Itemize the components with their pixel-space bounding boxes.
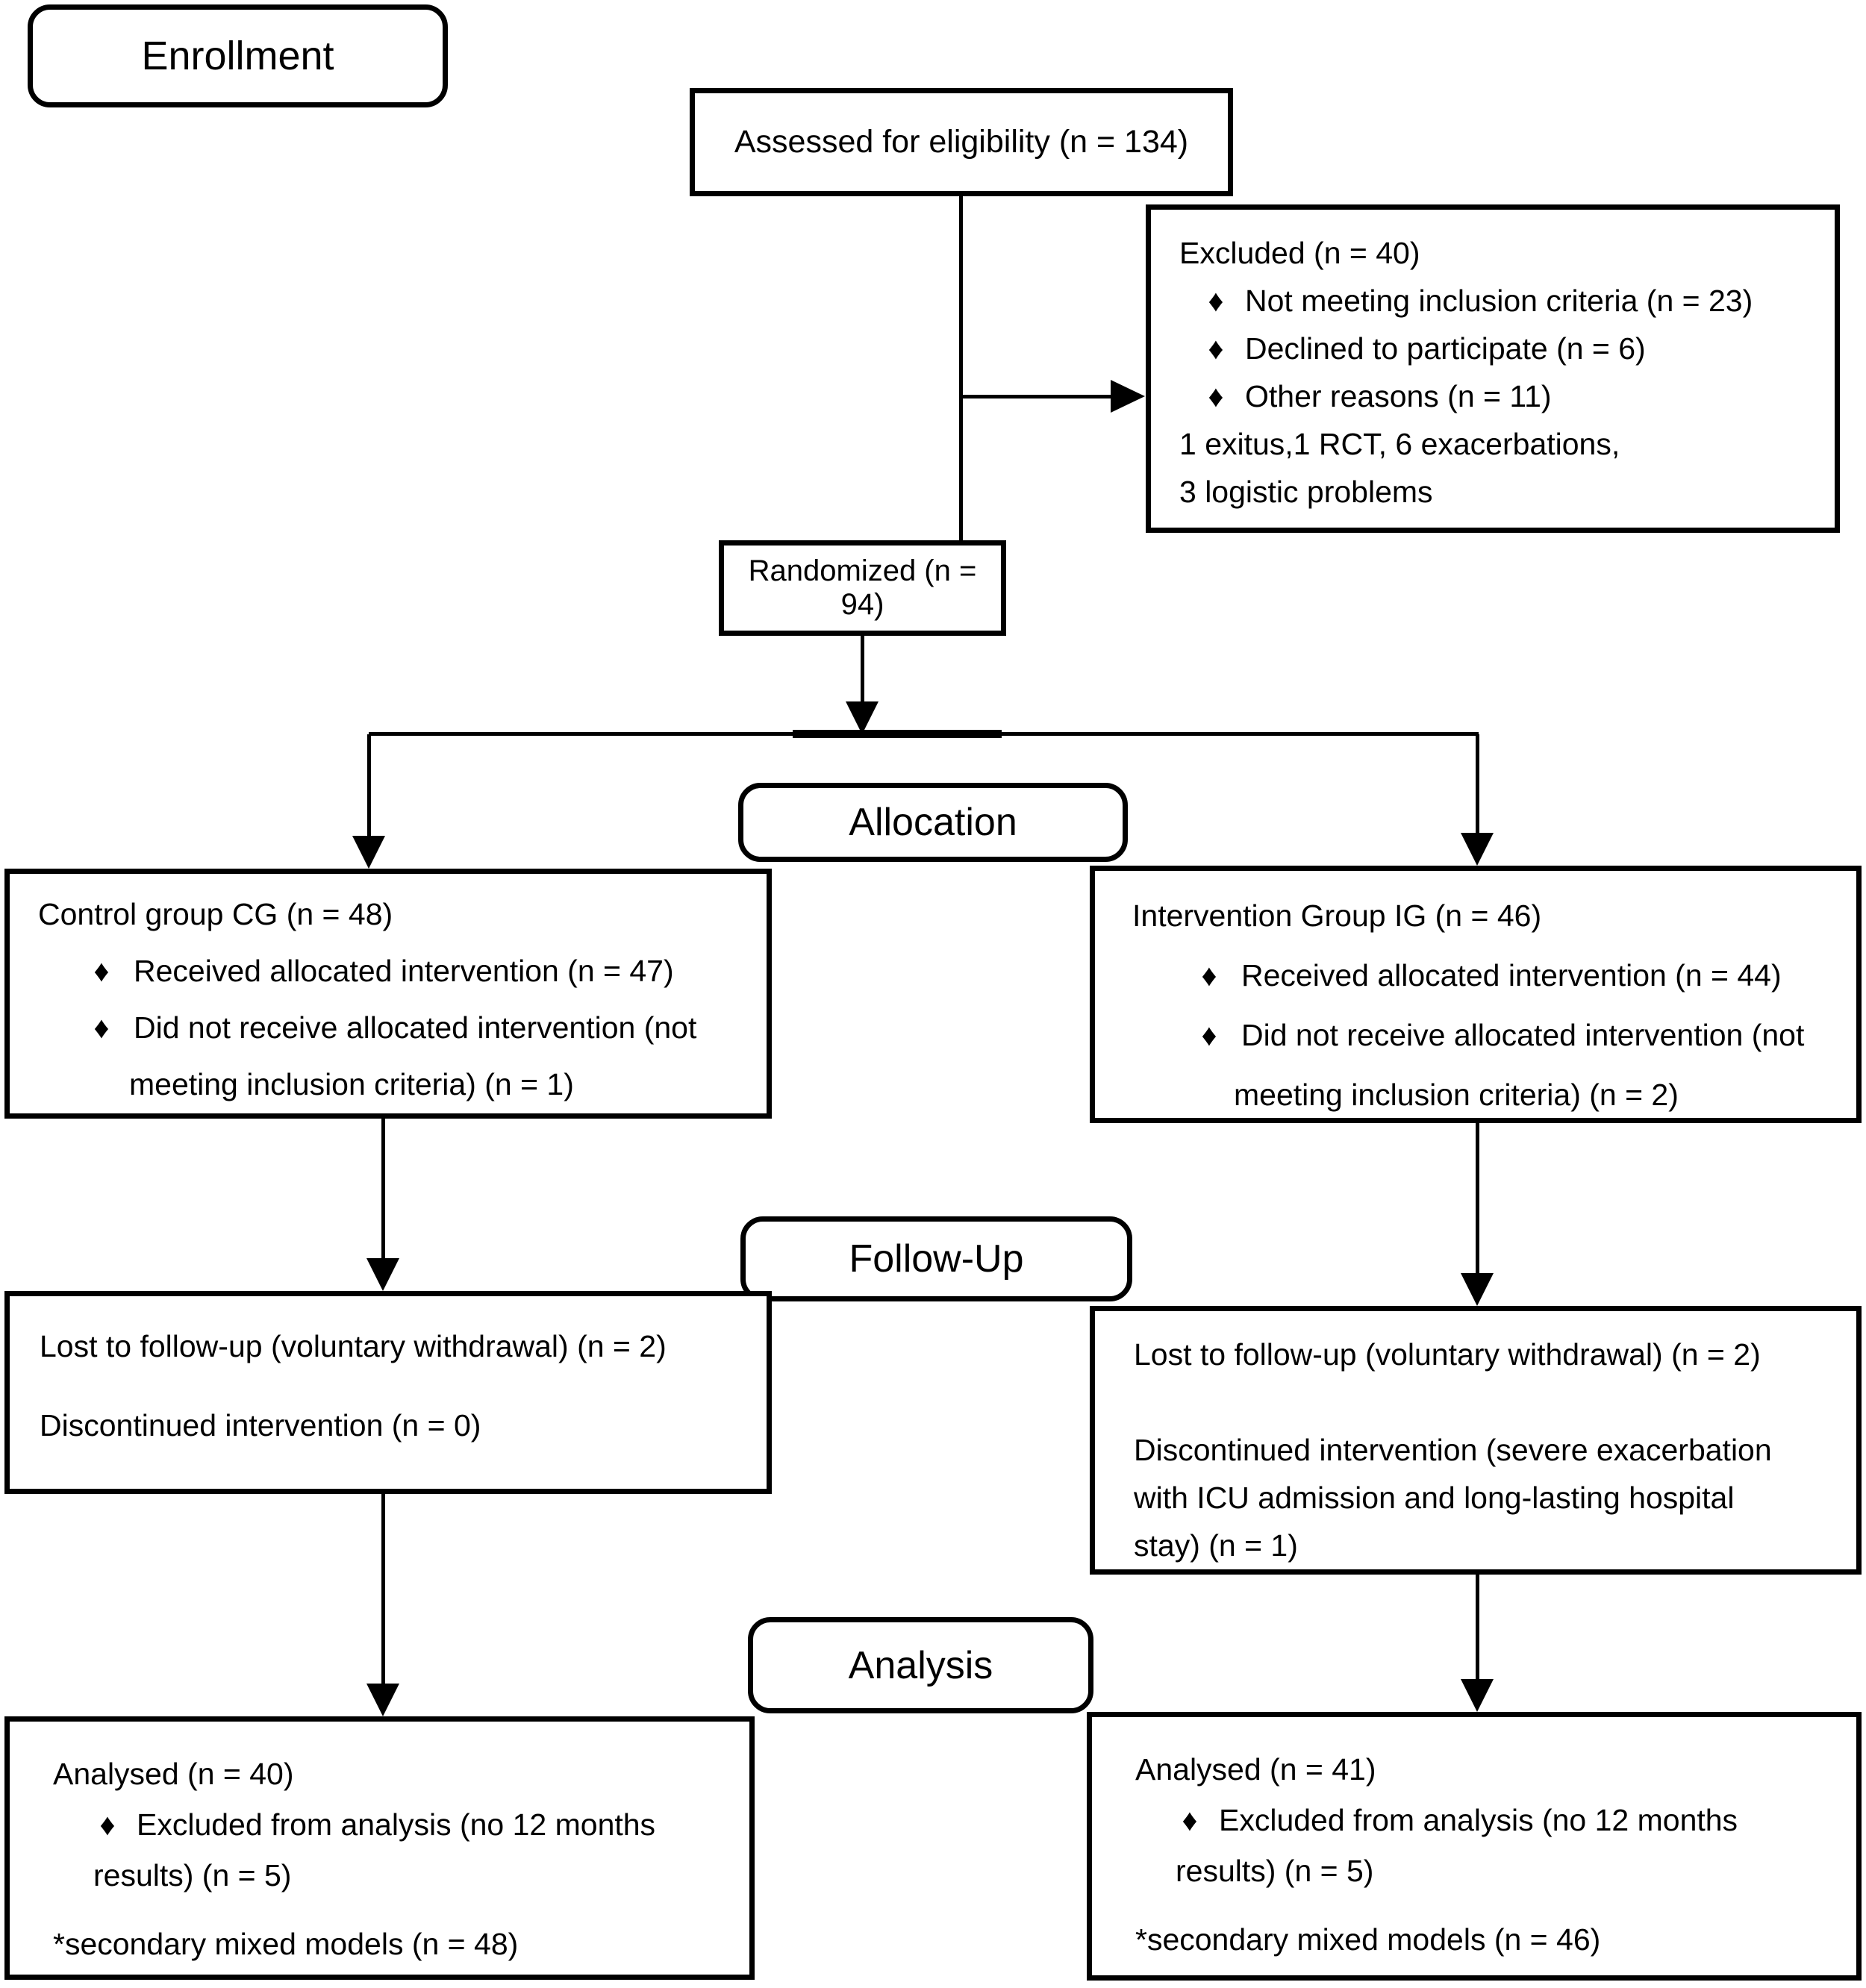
diamond-bullet-icon: ♦ [1208, 283, 1224, 318]
assessed-text: Assessed for eligibility (n = 134) [734, 124, 1189, 160]
randomized-text: Randomized (n = 94) [748, 554, 977, 621]
connector-randomized-to-splitter [861, 634, 864, 704]
connector-branch-to-excluded [961, 395, 1112, 398]
diamond-bullet-icon: ♦ [1208, 378, 1224, 413]
connector-splitter-to-intervention [1476, 734, 1479, 834]
stage-label-followup: Follow-Up [740, 1216, 1132, 1301]
intervention-bullet-row: ♦ Received allocated intervention (n = 4… [1095, 945, 1856, 1005]
analysis-intervention-note: *secondary mixed models (n = 46) [1135, 1922, 1601, 1957]
arrowhead-into-excluded [1111, 380, 1145, 413]
excluded-box: Excluded (n = 40) ♦ Not meeting inclusio… [1146, 204, 1840, 533]
excluded-bullet-row: ♦ Not meeting inclusion criteria (n = 23… [1151, 277, 1835, 325]
arrowhead-into-analysis-control [366, 1684, 399, 1716]
arrowhead-into-control [352, 836, 385, 869]
analysis-intervention-title: Analysed (n = 41) [1135, 1751, 1376, 1787]
analysis-control-note: *secondary mixed models (n = 48) [53, 1926, 519, 1961]
diamond-bullet-icon: ♦ [93, 953, 110, 988]
followup-control-box: Lost to follow-up (voluntary withdrawal)… [4, 1291, 772, 1494]
analysis-intervention-bullet-row: ♦ Excluded from analysis (no 12 months [1092, 1795, 1856, 1845]
intervention-bullet-2-line-1: Did not receive allocated intervention (… [1241, 1017, 1805, 1052]
arrowhead-into-intervention [1461, 833, 1494, 866]
stage-label-followup-text: Follow-Up [849, 1237, 1024, 1281]
analysis-control-bullet-row: ♦ Excluded from analysis (no 12 months [10, 1799, 749, 1850]
followup-intervention-line-2: Discontinued intervention (severe exacer… [1134, 1432, 1772, 1467]
diamond-bullet-icon: ♦ [1208, 331, 1224, 366]
stage-label-allocation: Allocation [738, 783, 1128, 862]
stage-label-enrollment-text: Enrollment [141, 34, 334, 78]
followup-intervention-line-1: Lost to follow-up (voluntary withdrawal)… [1134, 1337, 1761, 1372]
connector-splitter-to-control [367, 734, 371, 837]
control-bullet-2-line-1: Did not receive allocated intervention (… [134, 1010, 697, 1045]
analysis-control-title: Analysed (n = 40) [53, 1756, 294, 1791]
control-group-title: Control group CG (n = 48) [38, 896, 393, 931]
diamond-bullet-icon: ♦ [1201, 1017, 1217, 1052]
control-bullet-2-line-2: meeting inclusion criteria) (n = 1) [129, 1066, 574, 1101]
arrowhead-into-splitter [846, 701, 879, 734]
intervention-group-title: Intervention Group IG (n = 46) [1132, 898, 1542, 933]
followup-intervention-line-4: stay) (n = 1) [1134, 1528, 1298, 1563]
analysis-intervention-bullet-line-1: Excluded from analysis (no 12 months [1219, 1802, 1738, 1837]
analysis-control-box: Analysed (n = 40) ♦ Excluded from analys… [4, 1716, 755, 1980]
followup-control-line-1: Lost to follow-up (voluntary withdrawal)… [40, 1328, 667, 1363]
splitter-line-thick-segment [793, 730, 1002, 738]
analysis-control-bullet-line-2: results) (n = 5) [93, 1857, 292, 1892]
intervention-group-box: Intervention Group IG (n = 46) ♦ Receive… [1090, 866, 1862, 1123]
control-bullet-row: ♦ Did not receive allocated intervention… [10, 999, 767, 1056]
analysis-intervention-bullet-line-2: results) (n = 5) [1176, 1853, 1374, 1888]
control-group-box: Control group CG (n = 48) ♦ Received all… [4, 869, 772, 1119]
excluded-bullet-row: ♦ Other reasons (n = 11) [1151, 372, 1835, 420]
assessed-for-eligibility-box: Assessed for eligibility (n = 134) [690, 88, 1233, 196]
stage-label-allocation-text: Allocation [849, 801, 1017, 844]
stage-label-analysis-text: Analysis [848, 1643, 993, 1687]
diamond-bullet-icon: ♦ [99, 1807, 116, 1842]
excluded-bullet-3: Other reasons (n = 11) [1245, 378, 1552, 413]
connector-followup-to-analysis-intervention [1476, 1573, 1479, 1681]
followup-intervention-line-3: with ICU admission and long-lasting hosp… [1134, 1480, 1735, 1515]
excluded-bullet-row: ♦ Declined to participate (n = 6) [1151, 325, 1835, 372]
excluded-bullet-2: Declined to participate (n = 6) [1245, 331, 1646, 366]
analysis-intervention-box: Analysed (n = 41) ♦ Excluded from analys… [1087, 1712, 1862, 1981]
excluded-note-1: 1 exitus,1 RCT, 6 exacerbations, [1179, 426, 1620, 461]
diamond-bullet-icon: ♦ [93, 1010, 110, 1045]
intervention-bullet-2-line-2: meeting inclusion criteria) (n = 2) [1234, 1077, 1679, 1112]
diamond-bullet-icon: ♦ [1201, 957, 1217, 993]
followup-intervention-box: Lost to follow-up (voluntary withdrawal)… [1090, 1306, 1862, 1575]
arrowhead-into-analysis-intervention [1461, 1679, 1494, 1712]
excluded-note-2: 3 logistic problems [1179, 474, 1433, 509]
control-bullet-1: Received allocated intervention (n = 47) [134, 953, 674, 988]
control-bullet-row: ♦ Received allocated intervention (n = 4… [10, 943, 767, 999]
intervention-bullet-1: Received allocated intervention (n = 44) [1241, 957, 1782, 993]
arrowhead-into-followup-intervention [1461, 1273, 1494, 1306]
followup-control-line-2: Discontinued intervention (n = 0) [40, 1407, 481, 1442]
arrowhead-into-followup-control [366, 1258, 399, 1291]
randomized-box: Randomized (n = 94) [719, 540, 1006, 636]
excluded-bullet-1: Not meeting inclusion criteria (n = 23) [1245, 283, 1753, 318]
diamond-bullet-icon: ♦ [1182, 1802, 1198, 1837]
excluded-title: Excluded (n = 40) [1179, 235, 1420, 270]
connector-assessed-to-randomized [959, 195, 963, 540]
connector-control-to-followup [381, 1117, 385, 1260]
analysis-control-bullet-line-1: Excluded from analysis (no 12 months [137, 1807, 656, 1842]
connector-intervention-to-followup [1476, 1122, 1479, 1275]
stage-label-analysis: Analysis [748, 1617, 1093, 1713]
intervention-bullet-row: ♦ Did not receive allocated intervention… [1095, 1005, 1856, 1065]
stage-label-enrollment: Enrollment [28, 4, 448, 107]
connector-followup-to-analysis-control [381, 1492, 385, 1685]
